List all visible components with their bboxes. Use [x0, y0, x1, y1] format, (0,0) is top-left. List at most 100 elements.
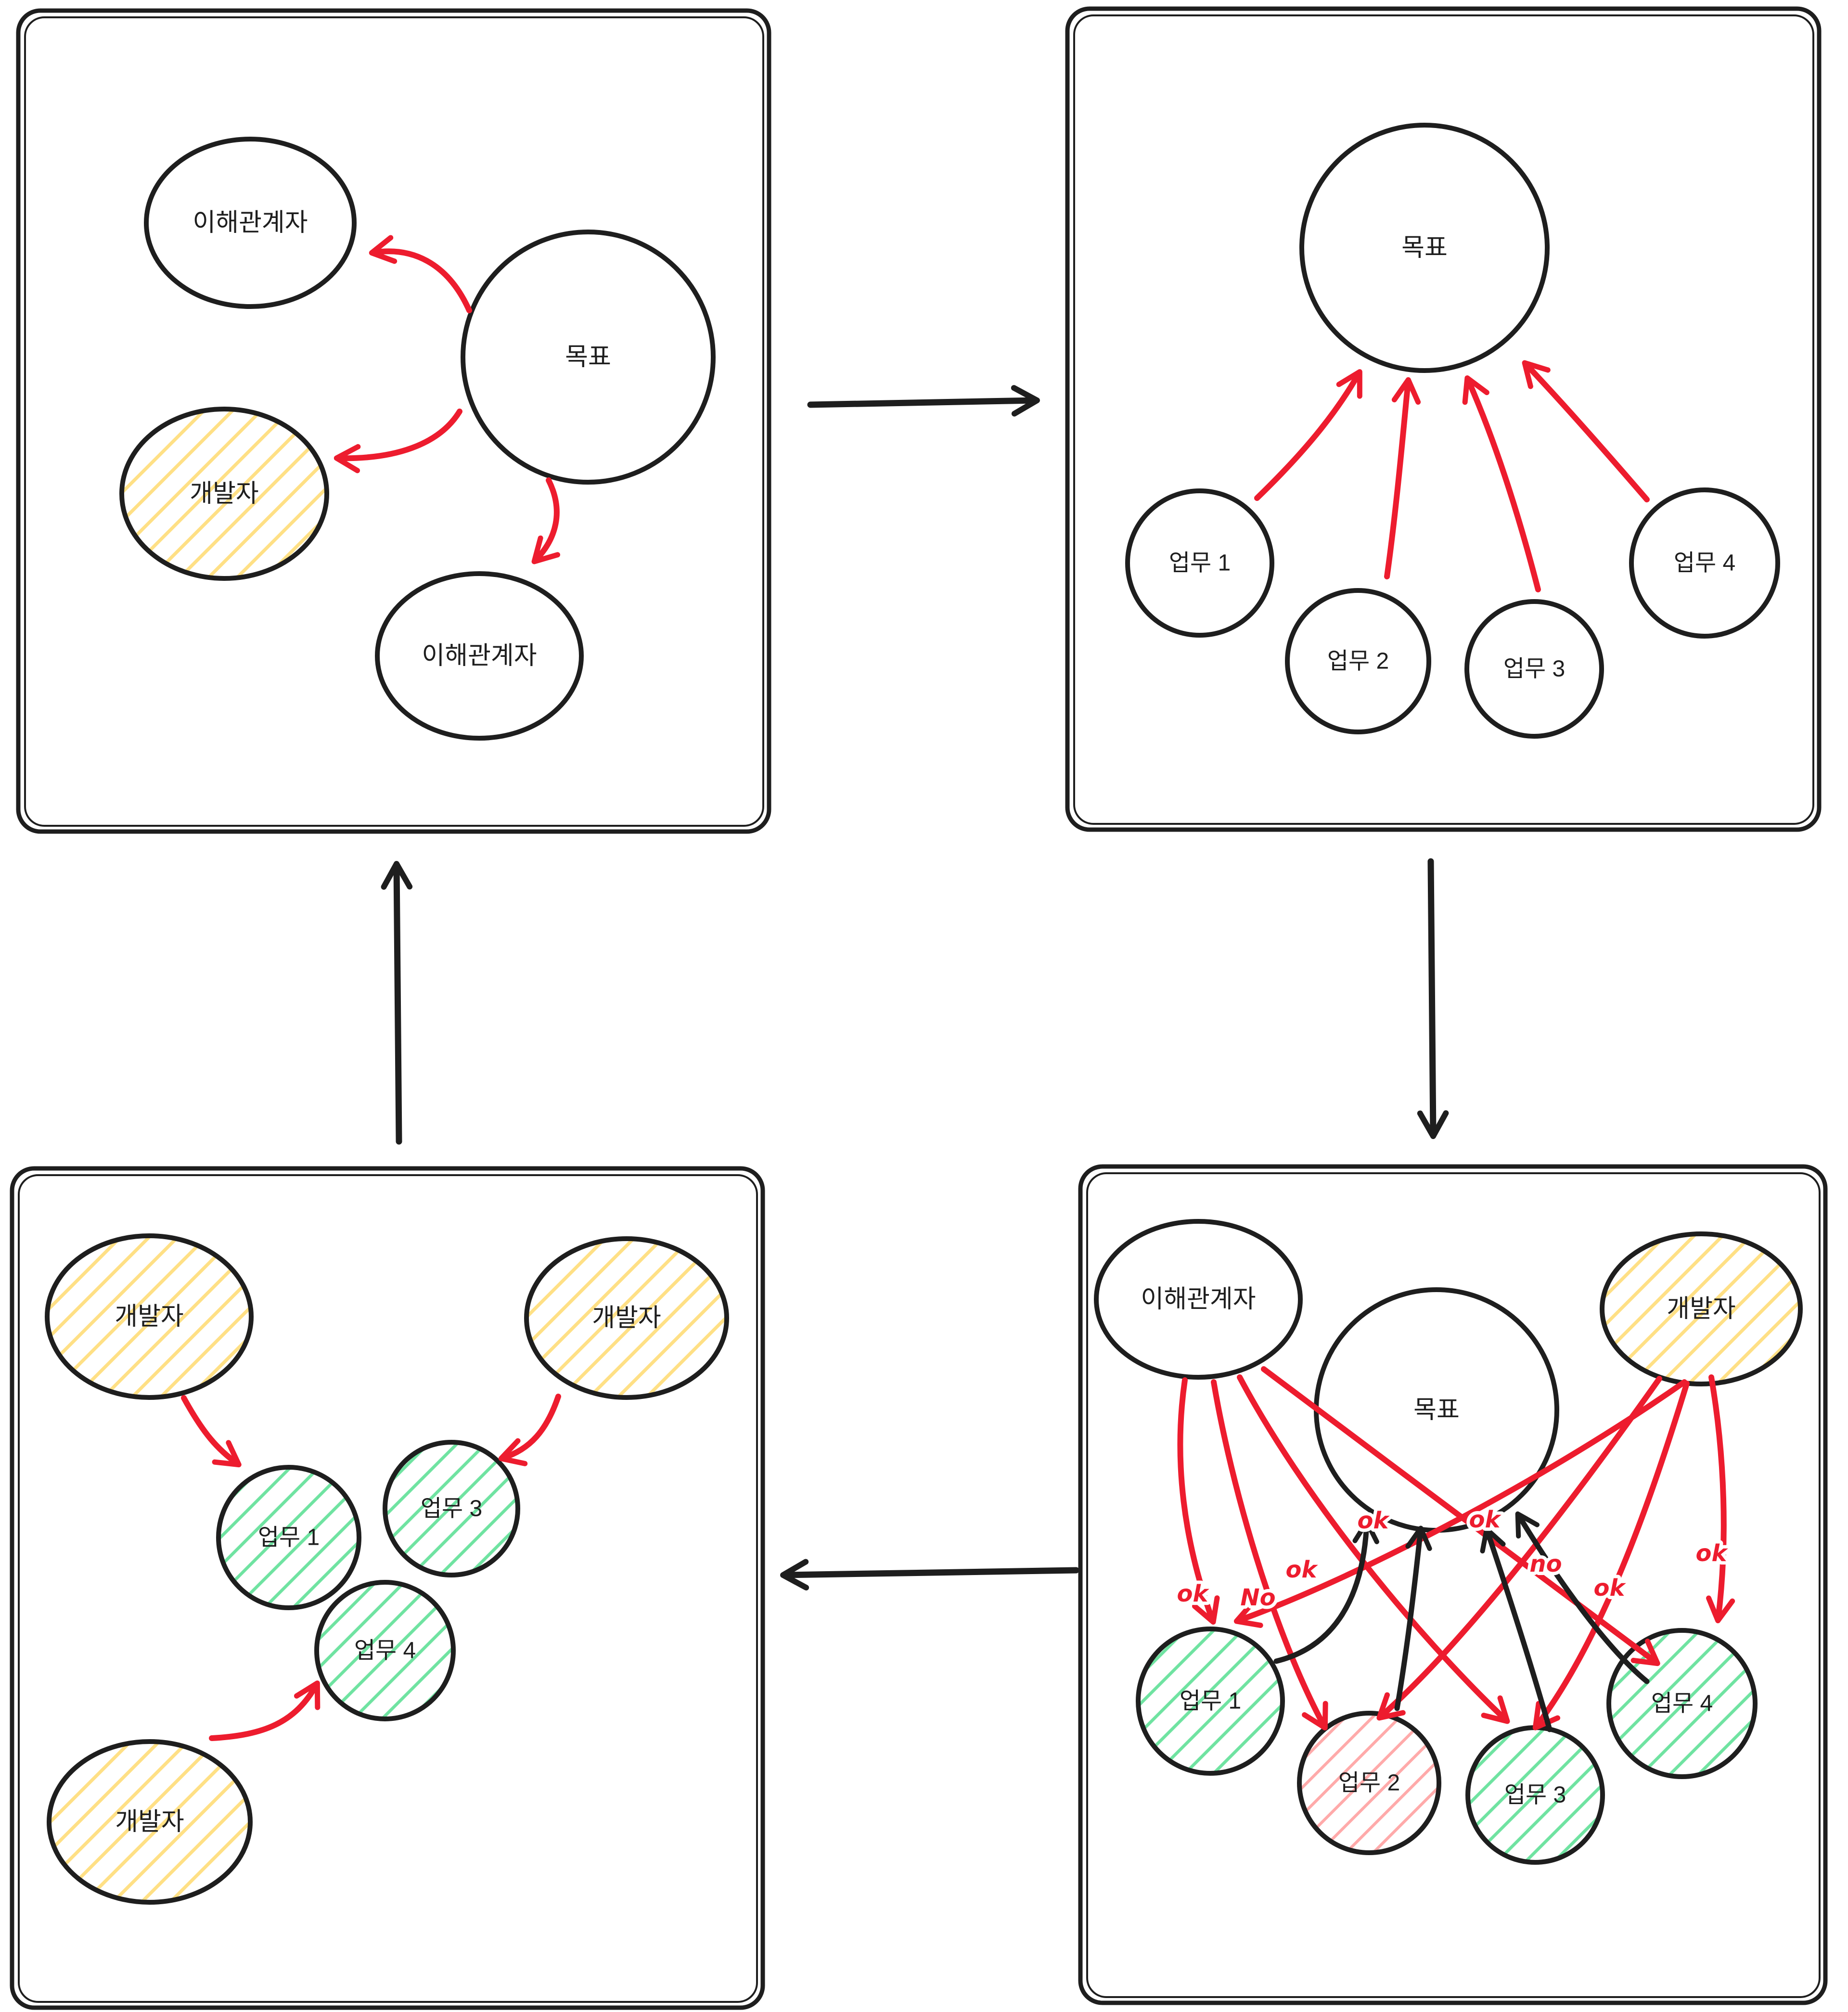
- tl-stakeholder-bottom-ellipse: [375, 571, 584, 741]
- tl-stakeholder-top-ellipse: [144, 137, 357, 309]
- panel-top-right-border-echo: [1073, 14, 1814, 825]
- arrow-tr-task3-to-goal: [1462, 375, 1541, 592]
- tr-task2-circle: [1285, 588, 1431, 734]
- br-edge-label-ok-5: ok: [1594, 1575, 1627, 1602]
- br-edge-label-ok-1: ok: [1177, 1580, 1210, 1607]
- arrow-br-task4-to-goal-black: [1515, 1511, 1650, 1684]
- br-task1-circle: [1136, 1627, 1285, 1776]
- node-bl-task4: 업무 4: [314, 1580, 456, 1721]
- node-br-task1: 업무 1: [1136, 1627, 1285, 1776]
- tr-task1-circle: [1125, 488, 1274, 638]
- br-task3-label: 업무 3: [1504, 1782, 1566, 1808]
- arrow-bl-developer-bottom-to-task4: [209, 1680, 321, 1741]
- flow-arrow-left: [780, 1559, 1079, 1591]
- br-edge-label-no-2: no: [1529, 1551, 1562, 1577]
- br-edge-label-no-1: No: [1240, 1584, 1275, 1611]
- arrow-br-developer-to-task3: [1532, 1381, 1690, 1730]
- arrow-br-stakeholder-to-task4: [1261, 1366, 1660, 1666]
- panel-bottom-right-border: [1078, 1164, 1828, 2005]
- br-edge-label-ok-4: ok: [1469, 1506, 1502, 1533]
- br-edge-label-ok-3: ok: [1358, 1507, 1390, 1534]
- node-br-task3: 업무 3: [1465, 1725, 1605, 1865]
- bl-task1-label: 업무 1: [258, 1525, 320, 1551]
- node-tr-task1: 업무 1: [1125, 488, 1274, 638]
- panel-bottom-left: 개발자 개발자 업무 1 업무 3 업무 4 개발자: [10, 1166, 765, 2010]
- node-bl-developer-top-left: 개발자: [45, 1233, 254, 1400]
- bl-developer-top-right-label: 개발자: [592, 1304, 661, 1332]
- panel-top-right-border: [1065, 6, 1822, 832]
- bl-developer-bottom-ellipse: [47, 1739, 253, 1905]
- node-tl-stakeholder-top: 이해관계자: [144, 137, 357, 309]
- arrow-br-stakeholder-to-task2: [1211, 1379, 1328, 1730]
- arrow-br-developer-to-task4: [1706, 1374, 1735, 1624]
- arrow-tr-task2-to-goal: [1384, 377, 1421, 579]
- flow-arrow-down: [1417, 858, 1449, 1139]
- arrow-tl-goal-to-stakeholder-bottom: [531, 477, 561, 564]
- br-task4-label: 업무 4: [1651, 1691, 1713, 1717]
- bl-developer-bottom-label: 개발자: [115, 1808, 184, 1836]
- node-bl-developer-bottom: 개발자: [47, 1739, 253, 1905]
- node-tl-goal: 목표: [461, 230, 716, 485]
- arrow-tr-task4-to-goal: [1522, 360, 1650, 502]
- tr-task3-label: 업무 3: [1503, 656, 1565, 682]
- node-br-developer: 개발자: [1600, 1231, 1803, 1386]
- panel-top-right: 목표 업무 1 업무 2 업무 3 업무 4: [1065, 6, 1822, 832]
- tl-developer-ellipse: [119, 407, 329, 581]
- tr-task1-label: 업무 1: [1169, 551, 1231, 576]
- bl-developer-top-left-ellipse: [45, 1233, 254, 1400]
- panel-bottom-right: 이해관계자 목표 개발자 업무 1 업무 2 업무 3 업무 4: [1078, 1164, 1828, 2005]
- arrow-br-task3-to-goal-black: [1480, 1526, 1553, 1732]
- tr-goal-circle: [1299, 123, 1550, 373]
- arrow-br-stakeholder-to-task1: [1177, 1377, 1220, 1625]
- tl-developer-label: 개발자: [190, 480, 259, 508]
- bl-developer-top-left-label: 개발자: [115, 1303, 184, 1331]
- bl-task4-label: 업무 4: [354, 1638, 416, 1664]
- panel-bottom-left-border: [10, 1166, 765, 2010]
- node-tr-goal: 목표: [1299, 123, 1550, 373]
- arrow-tl-goal-to-developer: [334, 409, 462, 474]
- panel-bottom-left-border-echo: [18, 1174, 758, 2003]
- flow-arrow-up: [381, 861, 413, 1145]
- node-tr-task3: 업무 3: [1464, 599, 1604, 739]
- arrow-br-developer-to-task2: [1376, 1376, 1662, 1721]
- node-bl-task1: 업무 1: [216, 1465, 361, 1610]
- br-developer-label: 개발자: [1667, 1295, 1736, 1323]
- br-task4-circle: [1606, 1628, 1758, 1779]
- panel-bottom-right-border-echo: [1086, 1172, 1821, 1998]
- node-br-task2: 업무 2: [1297, 1711, 1441, 1855]
- node-tl-developer: 개발자: [119, 407, 329, 581]
- panel-top-left: 이해관계자 목표 개발자 이해관계자: [16, 8, 771, 834]
- tl-stakeholder-bottom-label: 이해관계자: [422, 642, 537, 670]
- tl-goal-circle: [461, 230, 716, 485]
- bl-task3-label: 업무 3: [421, 1496, 482, 1522]
- br-task2-circle: [1297, 1711, 1441, 1855]
- br-goal-label: 목표: [1413, 1396, 1460, 1424]
- tr-task3-circle: [1464, 599, 1604, 739]
- arrow-bl-developer-tr-to-task3: [498, 1394, 561, 1466]
- br-task1-label: 업무 1: [1180, 1689, 1241, 1714]
- node-br-stakeholder: 이해관계자: [1094, 1219, 1303, 1380]
- br-stakeholder-ellipse: [1094, 1219, 1303, 1380]
- arrow-bl-developer-tl-to-task1: [181, 1395, 242, 1468]
- flow-arrows: [381, 385, 1449, 1591]
- node-tr-task4: 업무 4: [1629, 487, 1780, 639]
- br-edge-label-ok-2: ok: [1286, 1556, 1319, 1583]
- br-developer-ellipse: [1600, 1231, 1803, 1386]
- node-br-task4: 업무 4: [1606, 1628, 1758, 1779]
- tl-goal-label: 목표: [565, 343, 611, 371]
- arrow-tl-goal-to-stakeholder-top: [369, 235, 472, 313]
- node-tr-task2: 업무 2: [1285, 588, 1431, 734]
- bl-task3-circle: [383, 1440, 520, 1577]
- arrow-tr-task1-to-goal: [1254, 369, 1362, 501]
- tr-task4-circle: [1629, 487, 1780, 639]
- tl-stakeholder-top-label: 이해관계자: [192, 209, 308, 237]
- panel-top-left-border: [16, 8, 771, 834]
- tr-goal-label: 목표: [1401, 234, 1448, 262]
- arrow-br-task1-to-goal-black: [1273, 1519, 1379, 1664]
- bl-task1-circle: [216, 1465, 361, 1610]
- tr-task2-label: 업무 2: [1327, 649, 1389, 674]
- arrow-br-task2-to-goal-black: [1394, 1525, 1432, 1711]
- br-edge-label-ok-6: ok: [1696, 1540, 1729, 1567]
- tr-task4-label: 업무 4: [1674, 551, 1735, 576]
